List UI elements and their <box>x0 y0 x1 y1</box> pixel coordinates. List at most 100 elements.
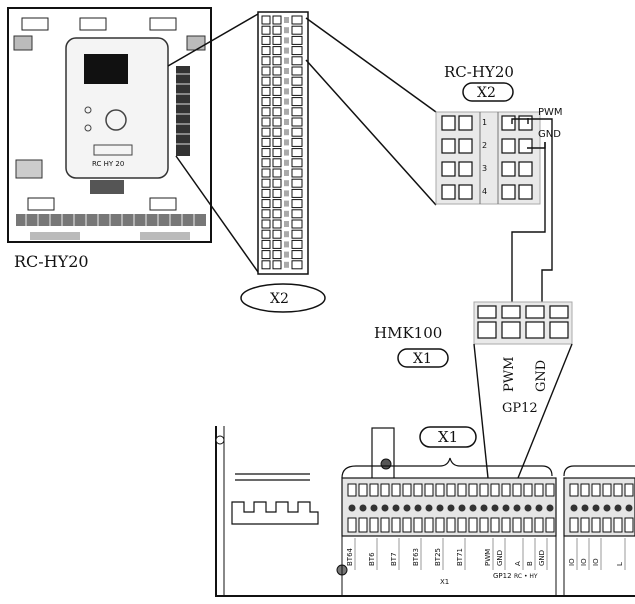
strip-row <box>261 219 303 229</box>
unit-left-label: RC-HY20 <box>14 252 89 271</box>
rc-title: RC-HY20 <box>444 63 514 81</box>
board-terminal <box>369 483 379 533</box>
strip-row <box>261 127 303 137</box>
board-terminal <box>490 483 500 533</box>
connector-pin <box>501 138 516 154</box>
x2-zoom-lines <box>305 17 437 206</box>
board-terminal-label: B <box>526 561 534 566</box>
pin-4: 4 <box>482 187 487 196</box>
board-terminal <box>446 483 456 533</box>
board-terminal-label: BT25 <box>434 548 442 566</box>
connector-pin <box>441 184 456 200</box>
hmk-pin-bottom <box>477 321 497 339</box>
board-terminal-label: GND <box>538 550 546 566</box>
pin-1: 1 <box>482 118 487 127</box>
connector-pin <box>518 115 533 131</box>
zoom-lines <box>167 13 259 273</box>
connector-pin <box>501 161 516 177</box>
board-terminal-label: PWM <box>484 549 492 566</box>
board-terminal <box>468 483 478 533</box>
board-terminal-label: BT6 <box>368 552 376 566</box>
connector-pin <box>458 138 473 154</box>
strip-row <box>261 117 303 127</box>
board-x1-label: X1 <box>438 428 458 446</box>
hmk-pin-top <box>525 305 545 319</box>
board-terminal-label: BT63 <box>412 548 420 566</box>
strip-row <box>261 168 303 178</box>
strip-row <box>261 25 303 35</box>
rc-x2-oval <box>462 82 514 102</box>
strip-row <box>261 209 303 219</box>
strip-row <box>261 158 303 168</box>
board-terminal <box>523 483 533 533</box>
hmk-pin-bottom <box>525 321 545 339</box>
board-terminal <box>534 483 544 533</box>
board-x1-oval <box>419 426 477 448</box>
pwm-vertical: PWM <box>502 357 517 392</box>
connector-pin <box>458 161 473 177</box>
strip-row <box>261 76 303 86</box>
x2-oval <box>240 283 326 313</box>
strip-row <box>261 35 303 45</box>
strip-row <box>261 199 303 209</box>
hmk-x1-connector <box>473 301 573 345</box>
hmk-x1-oval <box>397 348 449 368</box>
board-terminal <box>624 483 634 533</box>
connector-pin <box>441 138 456 154</box>
connector-pin <box>458 184 473 200</box>
board-terminal-label: BT71 <box>456 548 464 566</box>
board-terminal-label: GND <box>496 550 504 566</box>
board-terminal-label: L <box>616 562 624 566</box>
board-terminal-label: A <box>514 561 522 566</box>
board-terminal <box>613 483 623 533</box>
hmk-zoom-lines <box>473 343 573 479</box>
signal-wires <box>511 118 553 318</box>
board-terminal-label: IO <box>580 558 588 566</box>
board-terminal <box>358 483 368 533</box>
strip-row <box>261 260 303 270</box>
hmk-pin-bottom <box>501 321 521 339</box>
strip-row <box>261 229 303 239</box>
strip-row <box>261 239 303 249</box>
board-terminal <box>591 483 601 533</box>
board-terminal <box>402 483 412 533</box>
device-logo: RC HY 20 <box>92 160 124 168</box>
hmk-pin-top <box>501 305 521 319</box>
strip-row <box>261 15 303 25</box>
board-terminal <box>512 483 522 533</box>
hmk-pin-top <box>549 305 569 319</box>
hmk-pin-top <box>477 305 497 319</box>
board-terminal <box>545 483 555 533</box>
strip-row <box>261 178 303 188</box>
gp12-label: GP12 <box>502 401 538 416</box>
connector-pin <box>518 184 533 200</box>
strip-row <box>261 46 303 56</box>
board-terminal <box>580 483 590 533</box>
board-terminal <box>457 483 467 533</box>
x2-terminal-strip <box>257 11 309 275</box>
gnd-vertical: GND <box>534 360 549 392</box>
board-bus-label: RC • HY <box>514 573 538 580</box>
rc-x2-connector <box>435 111 541 205</box>
x2-oval-label: X2 <box>270 291 289 307</box>
board-terminal-label: BT7 <box>390 552 398 566</box>
board-terminal <box>380 483 390 533</box>
connector-pin <box>458 115 473 131</box>
board-terminal-label: BT64 <box>346 547 354 566</box>
board-terminal-label: IO <box>568 558 576 566</box>
board-terminal <box>602 483 612 533</box>
board-gp12-label: GP12 <box>493 572 512 580</box>
pwm-label: PWM <box>538 107 563 118</box>
connector-pin <box>501 115 516 131</box>
connector-pin <box>441 161 456 177</box>
hmk-x1-label: X1 <box>413 351 432 367</box>
strip-row <box>261 148 303 158</box>
strip-row <box>261 86 303 96</box>
hmk-pin-bottom <box>549 321 569 339</box>
strip-row <box>261 97 303 107</box>
board-terminal <box>569 483 579 533</box>
gnd-label: GND <box>538 129 561 140</box>
strip-row <box>261 56 303 66</box>
hmk-title: HMK100 <box>374 324 442 342</box>
